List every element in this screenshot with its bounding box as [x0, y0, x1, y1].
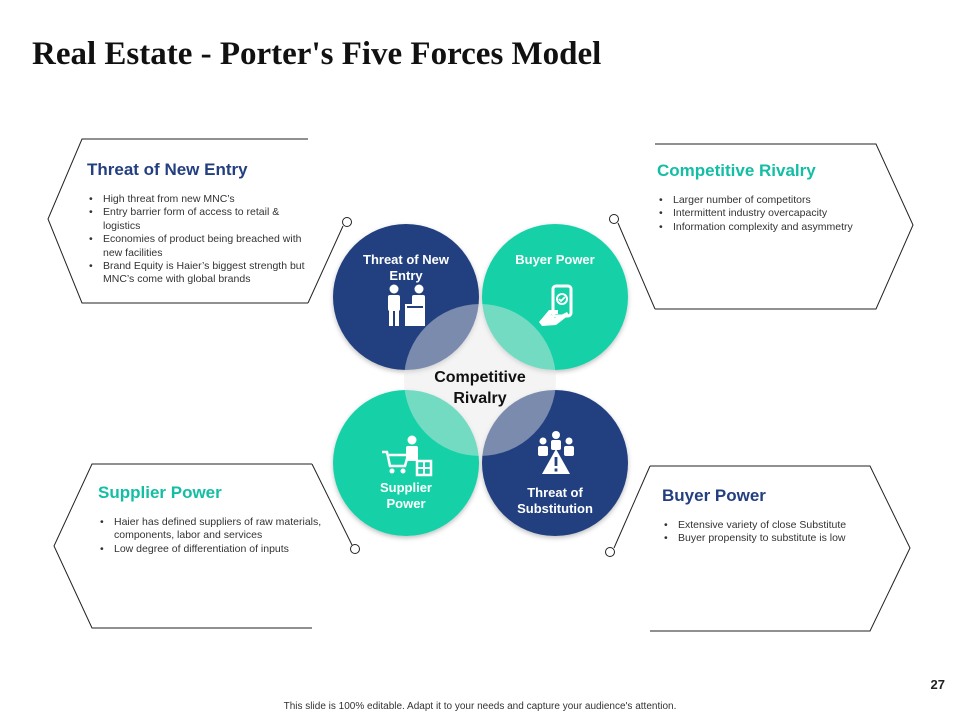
list-item: Buyer propensity to substitute is low	[662, 532, 892, 546]
footer-note: This slide is 100% editable. Adapt it to…	[283, 701, 677, 712]
frame-bottom-right	[650, 465, 911, 632]
panel-threat-of-new-entry: Threat of New Entry High threat from new…	[87, 160, 319, 287]
bullet-list: Larger number of competitors Intermitten…	[657, 194, 897, 235]
connector-dot-top-left	[342, 217, 352, 227]
circle-competitive-rivalry	[404, 304, 556, 456]
slide-title: Real Estate - Porter's Five Forces Model	[32, 36, 602, 72]
panel-heading: Supplier Power	[98, 483, 222, 502]
list-item: High threat from new MNC’s	[87, 193, 319, 207]
panel-supplier-power: Supplier Power Haier has defined supplie…	[98, 483, 326, 557]
panel-competitive-rivalry: Competitive Rivalry Larger number of com…	[657, 161, 897, 235]
list-item: Extensive variety of close Substitute	[662, 519, 892, 533]
bullet-list: Extensive variety of close Substitute Bu…	[662, 519, 892, 546]
circle-label-buyer-power: Buyer Power	[515, 252, 595, 267]
circle-label-threat-of-substitution: Threat of Substitution	[517, 485, 593, 516]
list-item: Larger number of competitors	[657, 194, 897, 208]
connector-bottom-left	[311, 463, 353, 546]
panel-heading: Competitive Rivalry	[657, 161, 816, 180]
connector-top-right	[617, 222, 656, 310]
list-item: Intermittent industry overcapacity	[657, 207, 897, 221]
bullet-list: Haier has defined suppliers of raw mater…	[98, 516, 326, 557]
panel-heading: Buyer Power	[662, 486, 766, 505]
circle-label-threat-of-new-entry: Threat of New Entry	[363, 252, 449, 283]
circle-buyer-power	[482, 224, 628, 370]
list-item: Brand Equity is Haier’s biggest strength…	[87, 260, 319, 287]
connector-bottom-right	[613, 465, 651, 549]
bullet-list: High threat from new MNC’s Entry barrier…	[87, 193, 319, 287]
people-at-counter-icon	[388, 284, 425, 326]
frame-top-left	[47, 138, 308, 304]
list-item: Information complexity and asymmetry	[657, 221, 897, 235]
circle-label-supplier-power: Supplier Power	[379, 480, 432, 511]
supplier-cart-icon	[382, 435, 433, 477]
list-item: Haier has defined suppliers of raw mater…	[98, 516, 326, 543]
circle-threat-of-new-entry	[333, 224, 479, 370]
center-label-competitive-rivalry: Competitive Rivalry	[434, 369, 526, 407]
frame-bottom-left	[53, 463, 312, 629]
connector-dot-bottom-left	[350, 544, 360, 554]
warning-team-icon	[538, 431, 574, 474]
list-item: Low degree of differentiation of inputs	[98, 543, 326, 557]
connector-dot-top-right	[609, 214, 619, 224]
frame-top-right	[655, 143, 914, 310]
panel-heading: Threat of New Entry	[87, 160, 248, 179]
page-number: 27	[930, 677, 945, 692]
list-item: Economies of product being breached with…	[87, 233, 319, 260]
panel-buyer-power: Buyer Power Extensive variety of close S…	[662, 486, 892, 546]
hand-holding-phone-icon	[539, 284, 573, 326]
connector-top-left	[307, 225, 344, 304]
list-item: Entry barrier form of access to retail &…	[87, 206, 319, 233]
connector-dot-bottom-right	[605, 547, 615, 557]
